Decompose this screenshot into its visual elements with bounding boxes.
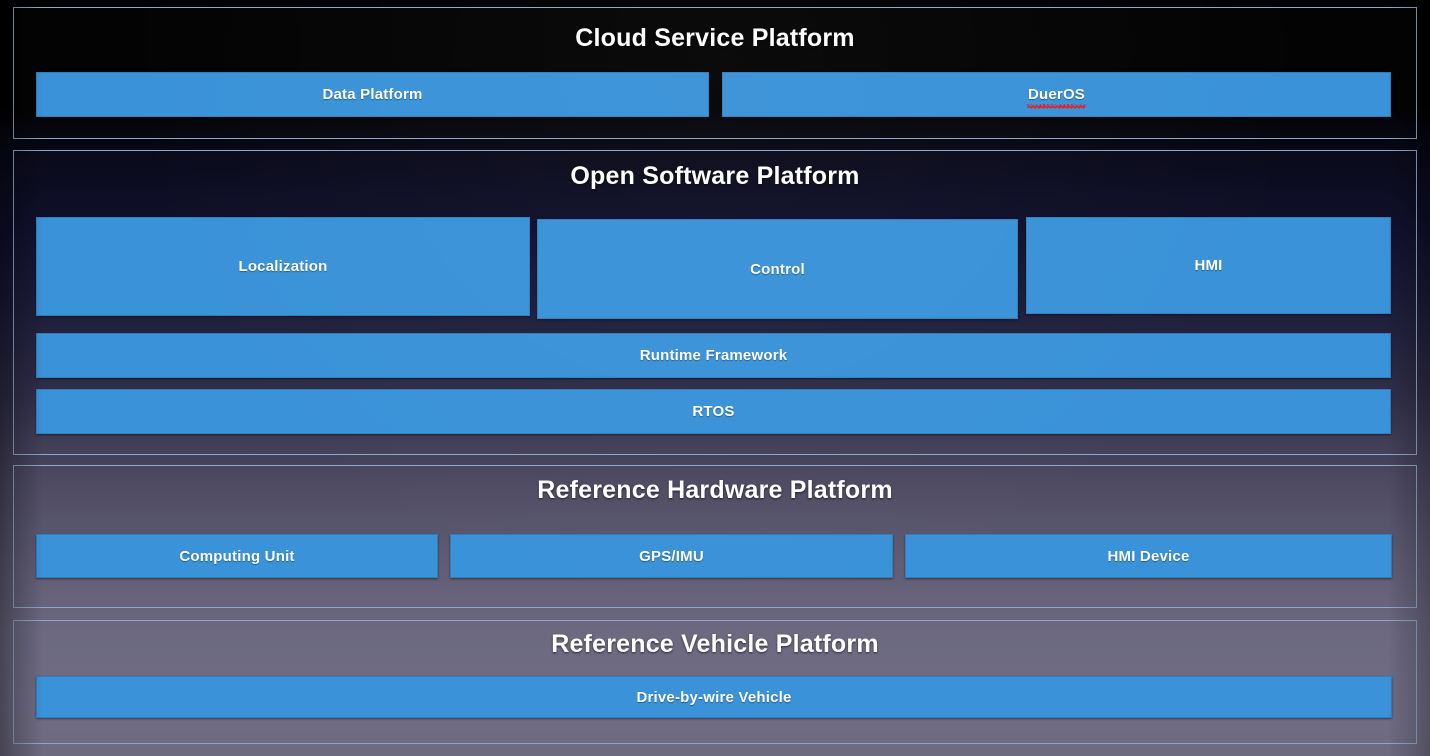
layer-title-cloud-service-platform: Cloud Service Platform: [575, 24, 855, 52]
module-box-dueros[interactable]: DuerOS: [722, 72, 1391, 117]
module-label-hmi-device: HMI Device: [1107, 547, 1190, 565]
module-label-localization: Localization: [238, 258, 328, 275]
module-label-hmi: HMI: [1194, 257, 1223, 274]
module-label-runtime-framework: Runtime Framework: [639, 347, 788, 364]
module-box-hmi-device[interactable]: HMI Device: [905, 534, 1392, 578]
spellcheck-underline-icon: [1027, 104, 1086, 109]
layer-panel-reference-hardware-platform: [13, 465, 1417, 608]
layer-title-open-software-platform: Open Software Platform: [570, 162, 860, 190]
module-box-runtime-framework[interactable]: Runtime Framework: [36, 333, 1391, 378]
module-box-drive-by-wire-vehicle[interactable]: Drive-by-wire Vehicle: [36, 676, 1392, 718]
module-box-hmi[interactable]: HMI: [1026, 217, 1391, 314]
layer-panel-reference-vehicle-platform: [13, 620, 1417, 744]
module-label-computing-unit: Computing Unit: [179, 547, 295, 565]
module-label-data-platform: Data Platform: [322, 86, 423, 103]
module-label-gps-imu: GPS/IMU: [639, 547, 704, 565]
layer-title-reference-hardware-platform: Reference Hardware Platform: [537, 476, 893, 504]
module-box-localization[interactable]: Localization: [36, 217, 530, 316]
module-box-data-platform[interactable]: Data Platform: [36, 72, 709, 117]
layer-panel-open-software-platform: [13, 150, 1417, 455]
module-box-rtos[interactable]: RTOS: [36, 389, 1391, 434]
module-box-computing-unit[interactable]: Computing Unit: [36, 534, 438, 578]
module-label-rtos: RTOS: [692, 403, 735, 420]
module-label-control: Control: [750, 260, 805, 278]
module-label-drive-by-wire-vehicle: Drive-by-wire Vehicle: [636, 688, 792, 706]
module-box-control[interactable]: Control: [537, 219, 1018, 319]
module-label-dueros: DuerOS: [1027, 86, 1086, 109]
layer-panel-cloud-service-platform: [13, 7, 1417, 139]
layer-title-reference-vehicle-platform: Reference Vehicle Platform: [551, 630, 879, 658]
module-box-gps-imu[interactable]: GPS/IMU: [450, 534, 893, 578]
